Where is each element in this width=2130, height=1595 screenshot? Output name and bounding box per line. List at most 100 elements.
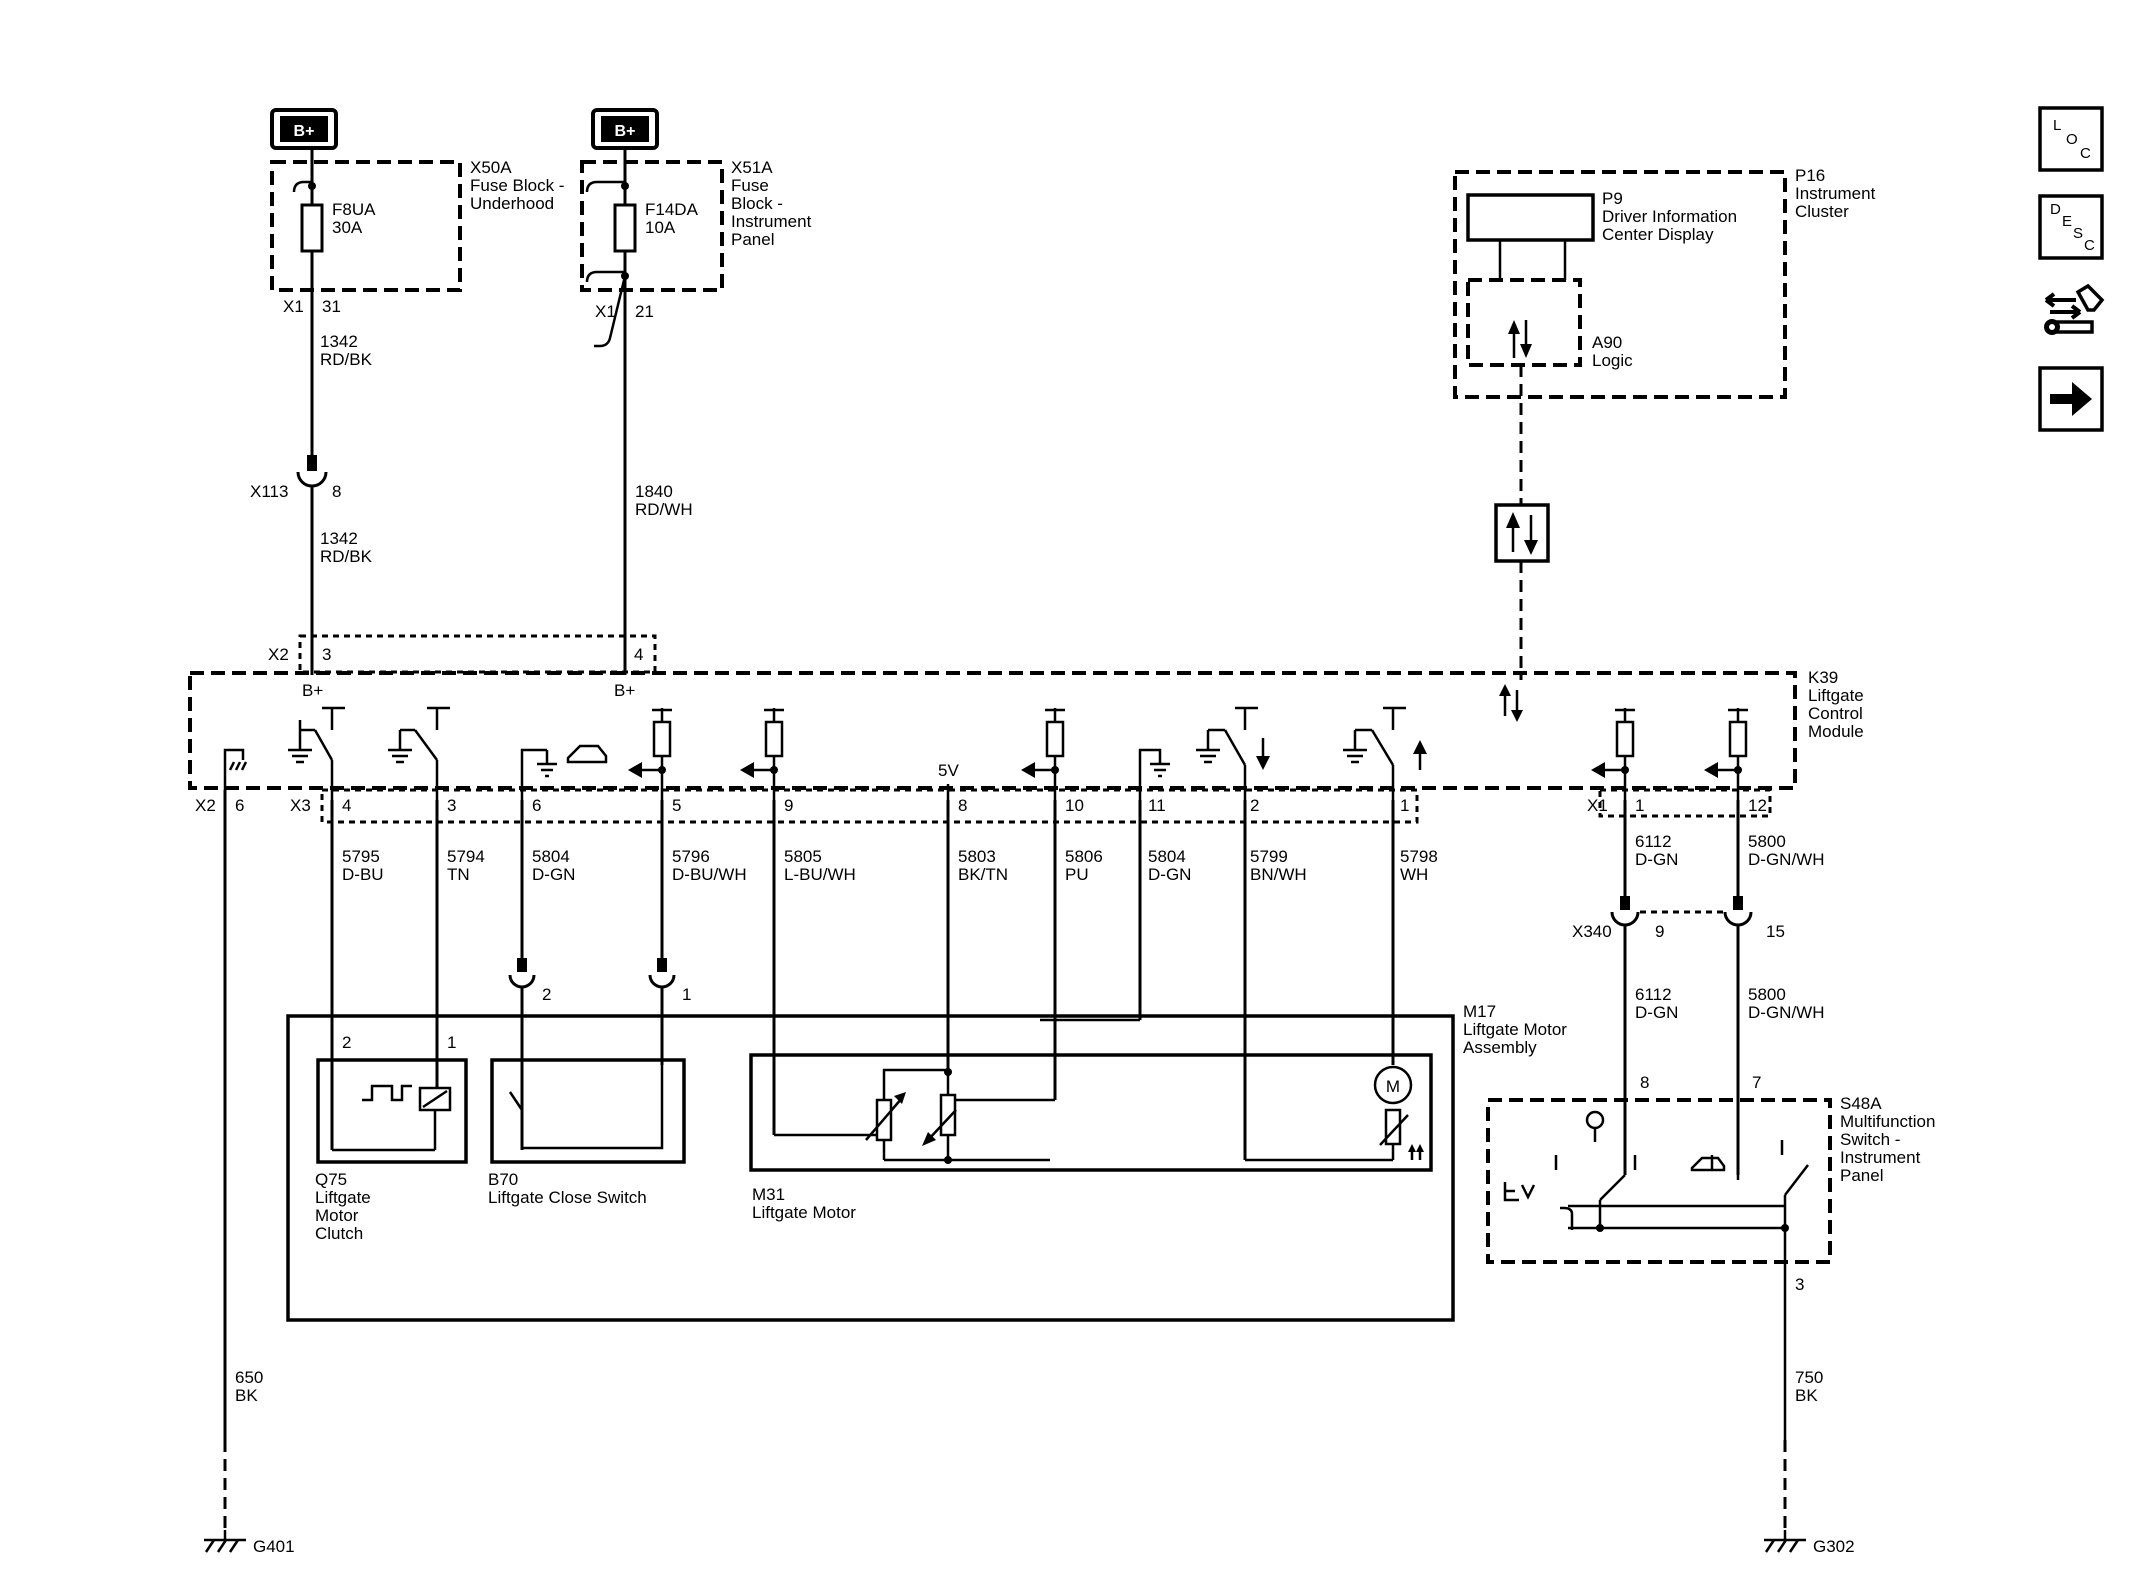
wire-1342-color-b: RD/BK [320,547,373,566]
s48a-l2: Switch - [1840,1130,1900,1149]
m17-id: M17 [1463,1002,1496,1021]
pin-6b: 6 [532,796,541,815]
q75-pin1: 1 [447,1033,456,1052]
bottom-pin-labels: X2 6 X3 4 3 6 5 9 8 10 11 2 1 X1 1 12 [195,796,1767,815]
battery-label-x50a: B+ [294,123,315,140]
fuse-block-x51a: B+ F14DA 10A X51A Fuse Block - Instrumen… [580,108,812,460]
p9-id: P9 [1602,189,1623,208]
ground-wires: 650 BK 750 BK [235,1368,1823,1530]
connector-wrench-button[interactable] [2040,282,2105,344]
data-link-icon [1499,684,1523,722]
fuse-icon [300,203,324,253]
wire-circuit: 5799 [1250,847,1288,866]
wire-color: PU [1065,865,1089,884]
desc-button[interactable]: D E S C [2038,194,2104,260]
pin-1: 1 [1400,796,1409,815]
wire-circuit: 5804 [532,847,570,866]
g302-label: G302 [1813,1537,1855,1556]
loc-letter-o: O [2066,131,2078,148]
s48a-l4: Panel [1840,1166,1883,1185]
wire-circuit: 5803 [958,847,996,866]
x51a-id: X51A [731,158,773,177]
x340-pin9: 9 [1655,922,1664,941]
relay-switch-icon [388,706,450,800]
q75-pin2: 2 [342,1033,351,1052]
wire-circuit: 5800 [1748,832,1786,851]
arrow-right-icon [2050,382,2092,416]
next-page-button[interactable] [2038,366,2104,432]
ground-g401: G401 [204,1530,295,1556]
switch-s48a: 8 7 S48A Multifunction Switch - Instrume… [1486,1073,1935,1440]
relay-switch-icon [288,706,345,800]
ground-g302: G302 [1764,1530,1855,1556]
bplus-label-2: B+ [614,681,635,700]
wire-650-color: BK [235,1386,258,1405]
b70-name: Liftgate Close Switch [488,1188,647,1207]
wire-labels: 5795 D-BU 5794 TN 5804 D-GN 5796 D-BU/WH… [342,832,1824,884]
pin-x1-12: 12 [1748,796,1767,815]
wire-color: TN [447,865,470,884]
wire-circuit: 5805 [784,847,822,866]
data-link-icon [1506,512,1538,555]
m17-line2: Assembly [1463,1038,1537,1057]
resistor-icon [1704,708,1748,800]
x113-conn: X113 [250,482,288,501]
pin-3: 3 [447,796,456,815]
m31-id: M31 [752,1185,785,1204]
k39-line1: Liftgate [1808,686,1864,705]
pin-x3: X3 [290,796,311,815]
relay-switch-icon [1343,706,1427,800]
x50a-id: X50A [470,158,512,177]
wire-1342-circuit-b: 1342 [320,529,358,548]
m17-line1: Liftgate Motor [1463,1020,1567,1039]
wire-circuit: 5804 [1148,847,1186,866]
module-wires: 2 1 [223,790,1395,1530]
nav-buttons: L O C D E S C [2038,106,2105,432]
module-k39: X2 3 4 B+ B+ K39 Liftgate Control Module [188,634,1864,824]
s48a-pin7: 7 [1752,1073,1761,1092]
k39-id: K39 [1808,668,1838,687]
wire-circuit: 5806 [1065,847,1103,866]
s48a-id: S48A [1840,1094,1882,1113]
wire-circuit: 5798 [1400,847,1438,866]
p9-l2: Center Display [1602,225,1714,244]
ground-icon [1764,1530,1806,1553]
x51a-line4: Panel [731,230,774,249]
pin-8: 8 [958,796,967,815]
pin-2: 2 [1250,796,1259,815]
wire-color: D-BU [342,865,384,884]
module-x2-top: X2 [268,645,289,664]
loc-button[interactable]: L O C [2038,106,2104,172]
x113-pin: 8 [332,482,341,501]
wire-5800-color: D-GN/WH [1748,1003,1824,1022]
wire-1342-color-a: RD/BK [320,350,373,369]
q75-l2: Motor [315,1206,359,1225]
x51a-line2: Block - [731,194,783,213]
wire-750-color: BK [1795,1386,1818,1405]
wire-color: D-GN [1148,865,1191,884]
desc-letter-d: D [2050,201,2061,218]
wire-color: D-BU/WH [672,865,747,884]
wire-5800-circuit: 5800 [1748,985,1786,1004]
b70-pin1: 1 [682,985,691,1004]
resistor-icon [740,708,784,800]
fuse-id-f14da: F14DA [645,200,699,219]
fuse-rating-10a: 10A [645,218,676,237]
fuse-block-x50a: B+ F8UA 30A X50A Fuse Block - Underhood … [270,108,564,460]
desc-letter-s: S [2073,225,2083,242]
s48a-l3: Instrument [1840,1148,1921,1167]
wire-color: D-GN [1635,850,1678,869]
wire-6112-circuit: 6112 [1635,985,1672,1004]
desc-letter-e: E [2062,213,2072,230]
x51a-line3: Instrument [731,212,812,231]
ground-icon [204,1530,246,1553]
pin-x2: X2 [195,796,216,815]
pin-4: 4 [342,796,351,815]
pin-x1: X1 [1587,796,1608,815]
p16-l2: Cluster [1795,202,1849,221]
top-wires: 1342 RD/BK X113 8 1342 RD/BK 1840 RD/WH [250,332,693,675]
x50a-pin: 31 [322,297,341,316]
x340-pin15: 15 [1766,922,1785,941]
wire-1342-circuit-a: 1342 [320,332,358,351]
